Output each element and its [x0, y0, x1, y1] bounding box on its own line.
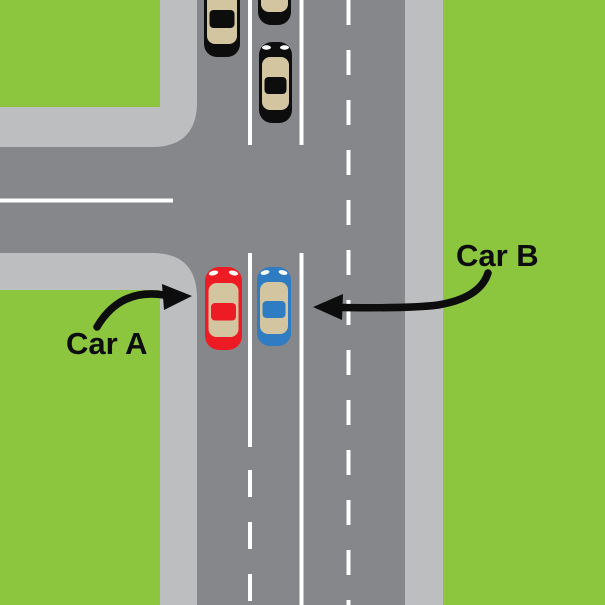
car-headlight-right [280, 45, 289, 50]
car-b-arrow-shaft [337, 269, 492, 312]
background-car-1 [204, 0, 240, 57]
car-headlight-right [278, 270, 288, 275]
car-a-label: Car A [66, 326, 148, 361]
car-headlight-left [262, 45, 271, 50]
background-car-2 [258, 0, 291, 25]
car-b-label: Car B [456, 238, 539, 273]
car-glass [261, 0, 288, 12]
car-a-arrowhead-icon [162, 284, 192, 310]
car-roof [211, 303, 236, 321]
car-roof [264, 77, 287, 94]
lane-markings [0, 0, 351, 605]
car-a-arrow [93, 284, 192, 331]
car-headlight-left [208, 270, 219, 276]
car-headlight-left [260, 270, 270, 275]
car-headlight-right [228, 270, 239, 276]
road-surface [0, 0, 405, 605]
car-b [257, 267, 291, 346]
car-roof [209, 10, 235, 28]
car-a-arrow-shaft [93, 290, 168, 331]
car-a [205, 267, 242, 350]
car-b-arrow [313, 269, 492, 320]
background-car-3 [259, 42, 292, 123]
car-b-arrowhead-icon [313, 294, 343, 320]
car-roof [262, 301, 286, 318]
